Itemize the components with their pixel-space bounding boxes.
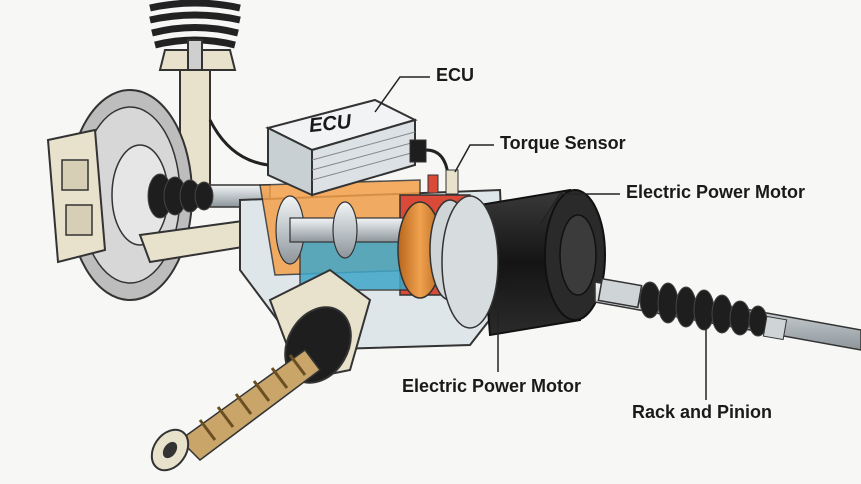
ecu-wire — [208, 119, 269, 167]
worm-shaft — [150, 348, 322, 472]
rack-end-fitting — [762, 315, 788, 341]
ecu-box-text: ECU — [307, 110, 353, 138]
leader-motor-top — [539, 193, 620, 226]
leader-lines — [374, 76, 707, 400]
leader-torque — [454, 144, 494, 173]
rack-and-pinion-label: Rack and Pinion — [632, 402, 773, 422]
torque-sensor-connector — [427, 169, 459, 195]
leader-ecu — [374, 76, 430, 113]
sensor-wire — [425, 148, 450, 176]
rack-boot — [639, 281, 768, 337]
electric-power-motor-label-bottom: Electric Power Motor — [402, 376, 582, 396]
coil-spring — [149, 0, 241, 49]
ecu-label: ECU — [436, 65, 475, 85]
electric-power-motor-label-top: Electric Power Motor — [626, 182, 806, 202]
brake-caliper — [46, 128, 107, 264]
ecu-box — [265, 98, 427, 197]
electric-motor — [441, 188, 606, 337]
strut — [158, 39, 237, 191]
torque-sensor-label: Torque Sensor — [500, 133, 626, 153]
